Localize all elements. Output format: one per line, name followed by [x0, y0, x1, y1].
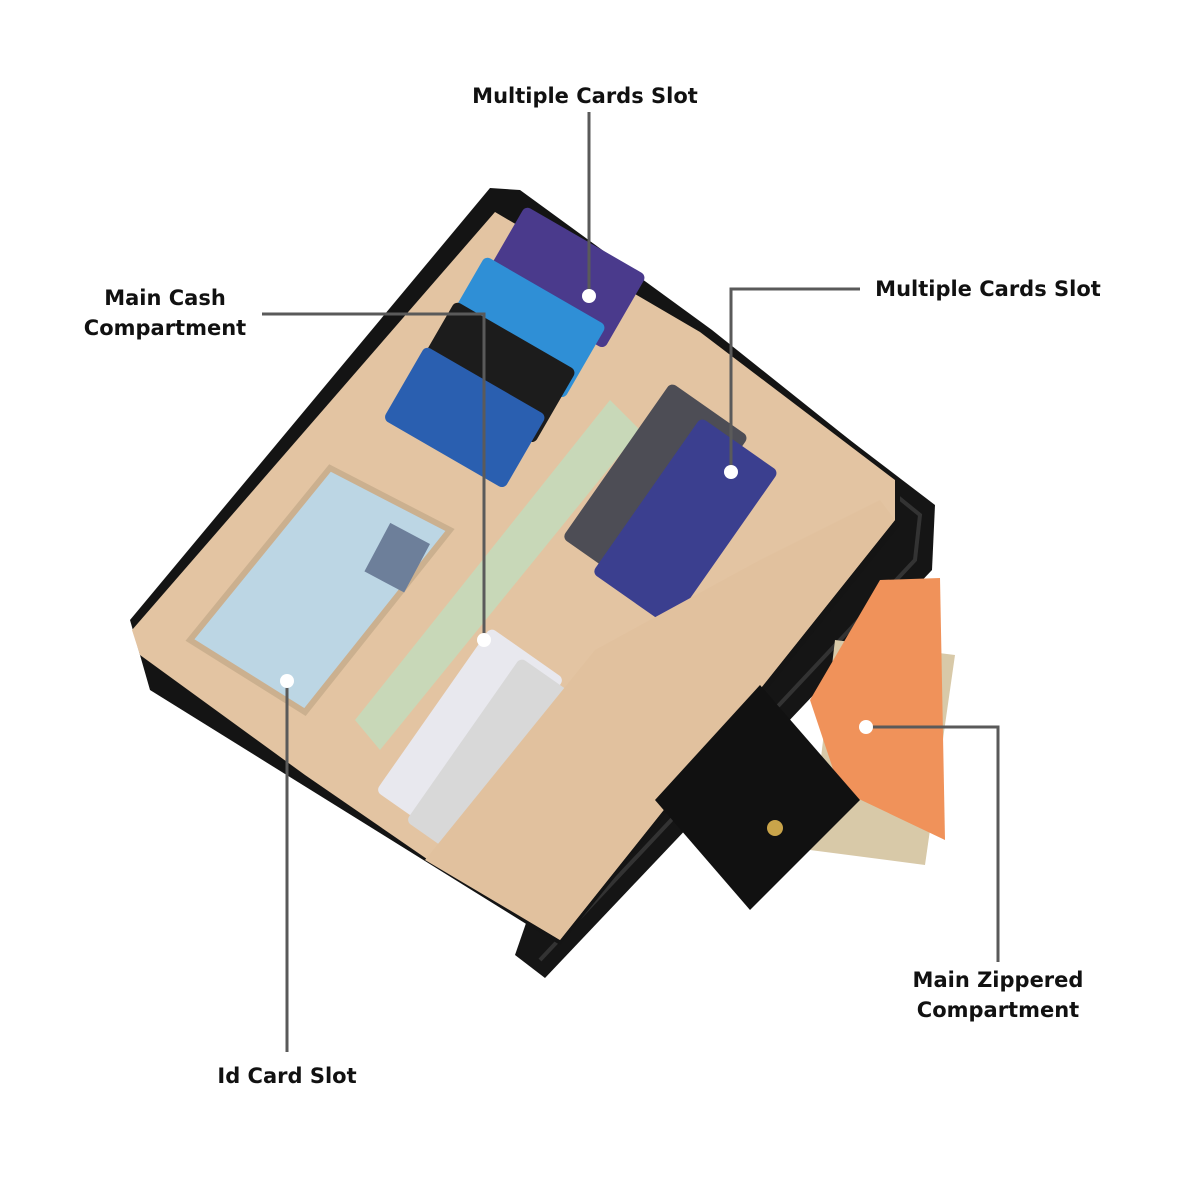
card [415, 302, 575, 443]
card [445, 257, 605, 398]
closure-tab [655, 685, 860, 910]
callout-zip-line2: Compartment [916, 998, 1080, 1022]
snap-button [767, 820, 783, 836]
dot [724, 465, 738, 479]
callout-cash-line1: Main Cash [104, 286, 226, 310]
callout-zip-line1: Main Zippered [912, 968, 1084, 992]
dot [280, 674, 294, 688]
leader-cash [262, 312, 486, 640]
callout-cash: Main Cash Compartment [60, 283, 270, 343]
card [485, 207, 645, 348]
callout-right-cards: Multiple Cards Slot [875, 277, 1101, 301]
callout-zip: Main Zippered Compartment [880, 965, 1116, 1025]
id-photo [364, 522, 430, 593]
callout-top-cards: Multiple Cards Slot [472, 84, 698, 108]
leader-right-cards [729, 287, 860, 472]
callout-dots [280, 289, 873, 734]
front-pocket [425, 500, 895, 940]
dot [582, 289, 596, 303]
callout-id-card: Id Card Slot [217, 1064, 357, 1088]
banknote [810, 578, 945, 840]
card [385, 347, 545, 488]
cash-note [355, 400, 640, 750]
leader-zip [866, 725, 1000, 962]
leader-lines [262, 112, 1000, 1052]
dot [477, 633, 491, 647]
dot [859, 720, 873, 734]
callout-cash-line2: Compartment [83, 316, 247, 340]
id-card-window [185, 464, 455, 716]
